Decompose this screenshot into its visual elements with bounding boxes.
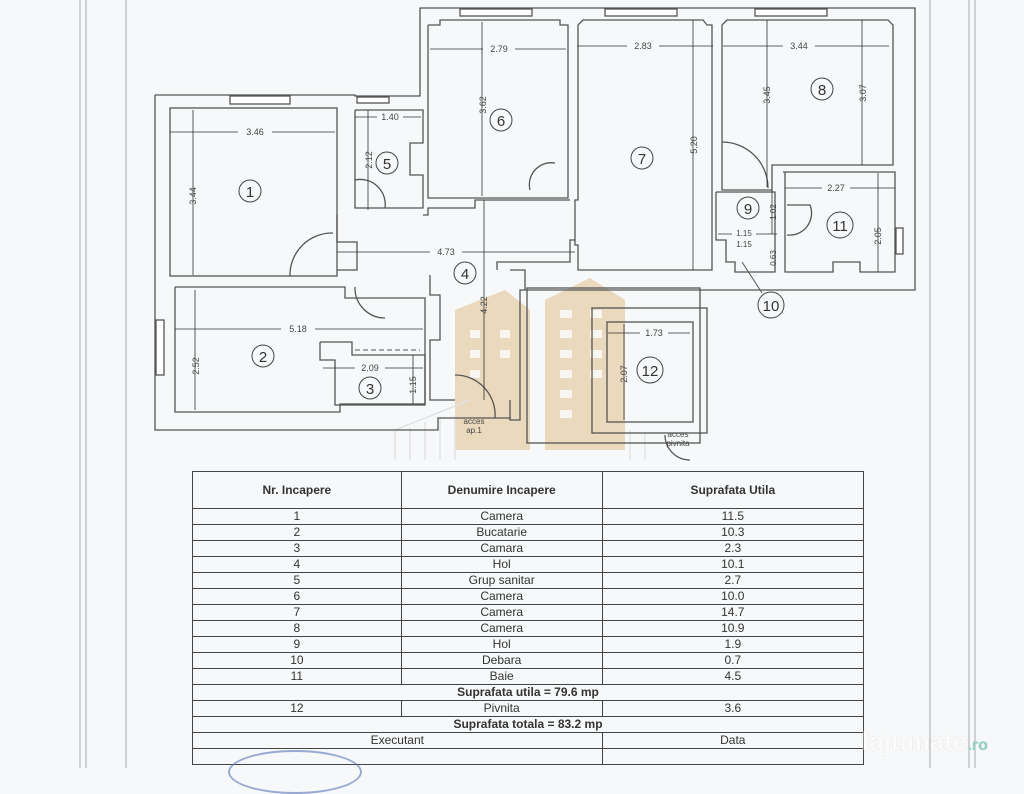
svg-text:2.52: 2.52 [191, 357, 201, 375]
room-7-label: 7 [630, 146, 654, 170]
svg-text:pivnita: pivnita [666, 439, 690, 448]
room-2-label: 2 [251, 344, 275, 368]
svg-text:acces: acces [464, 417, 485, 426]
svg-text:2.79: 2.79 [490, 44, 508, 54]
room-6-label: 6 [489, 108, 513, 132]
watermark-building-icon [394, 278, 646, 460]
svg-text:6: 6 [497, 113, 505, 130]
svg-text:5.20: 5.20 [689, 136, 699, 154]
svg-text:1.73: 1.73 [645, 328, 663, 338]
svg-text:2.09: 2.09 [361, 363, 379, 373]
room-3-label: 3 [358, 376, 382, 400]
header-area: Suprafata Utila [601, 471, 865, 509]
room-4-label: 4 [453, 261, 477, 285]
svg-text:1.15: 1.15 [736, 229, 752, 238]
svg-text:3.62: 3.62 [478, 96, 488, 114]
svg-text:1.15: 1.15 [408, 376, 418, 394]
watermark-logo: lajumate.ro [862, 726, 988, 757]
dimension-labels: 3.46 3.44 5.18 2.52 2.09 1.15 4.73 4.22 … [188, 41, 883, 394]
table-header-row: Nr. Incapere Denumire Incapere Suprafata… [192, 471, 865, 509]
svg-text:3: 3 [366, 381, 374, 398]
stamp-icon [228, 750, 362, 794]
svg-text:12: 12 [642, 363, 659, 380]
svg-text:4: 4 [461, 266, 469, 283]
watermark-site: lajumate [862, 726, 968, 756]
svg-text:10: 10 [763, 298, 780, 315]
svg-text:acces: acces [668, 430, 689, 439]
svg-text:0.63: 0.63 [769, 250, 778, 266]
svg-text:1.15: 1.15 [736, 240, 752, 249]
svg-text:1.40: 1.40 [381, 112, 399, 122]
rooms-area-table: Nr. Incapere Denumire Incapere Suprafata… [192, 471, 865, 765]
useful-total-row: Suprafata utila = 79.6 mp [192, 684, 864, 701]
room-8-label: 8 [810, 77, 834, 101]
svg-text:2: 2 [259, 349, 267, 366]
svg-text:3.44: 3.44 [188, 187, 198, 205]
floor-plan-drawing: 3.46 3.44 5.18 2.52 2.09 1.15 4.73 4.22 … [79, 0, 976, 768]
room-5-label: 5 [375, 151, 399, 175]
dimension-lines [170, 20, 895, 420]
header-nr: Nr. Incapere [192, 471, 402, 509]
room-12-label: 12 [636, 356, 664, 384]
room-10-label: 10 [757, 291, 785, 319]
page-frame [79, 0, 976, 768]
svg-text:3.45: 3.45 [762, 86, 772, 104]
svg-text:7: 7 [638, 151, 646, 168]
room-9-label: 9 [736, 196, 760, 220]
svg-text:9: 9 [744, 201, 752, 218]
svg-text:2.12: 2.12 [364, 151, 374, 169]
svg-text:8: 8 [818, 82, 826, 99]
room-labels: 1 2 3 4 5 6 7 8 9 10 11 12 [238, 77, 854, 400]
floor-plan-document: 3.46 3.44 5.18 2.52 2.09 1.15 4.73 4.22 … [79, 0, 988, 794]
grand-total-row: Suprafata totala = 83.2 mp [192, 716, 864, 733]
svg-text:5: 5 [383, 156, 391, 173]
svg-text:1: 1 [246, 184, 254, 201]
header-name: Denumire Incapere [400, 471, 603, 509]
room-11-label: 11 [826, 211, 854, 239]
room-1-label: 1 [238, 179, 262, 203]
walls [154, 7, 916, 461]
svg-text:ap.1: ap.1 [466, 426, 482, 435]
svg-text:5.18: 5.18 [289, 324, 307, 334]
watermark-tld: .ro [967, 737, 988, 754]
leader-line [741, 261, 763, 294]
svg-text:2.27: 2.27 [827, 183, 845, 193]
svg-text:11: 11 [832, 218, 848, 235]
svg-text:2.07: 2.07 [619, 365, 629, 383]
svg-text:4.22: 4.22 [479, 296, 489, 314]
svg-text:3.44: 3.44 [790, 41, 808, 51]
svg-text:3.07: 3.07 [858, 84, 868, 102]
svg-text:4.73: 4.73 [437, 247, 455, 257]
svg-text:2.05: 2.05 [873, 227, 883, 245]
svg-text:3.46: 3.46 [246, 127, 264, 137]
svg-text:2.83: 2.83 [634, 41, 652, 51]
svg-text:1.02: 1.02 [769, 204, 778, 220]
access-notes: acces ap.1 acces pivnita [464, 417, 691, 448]
